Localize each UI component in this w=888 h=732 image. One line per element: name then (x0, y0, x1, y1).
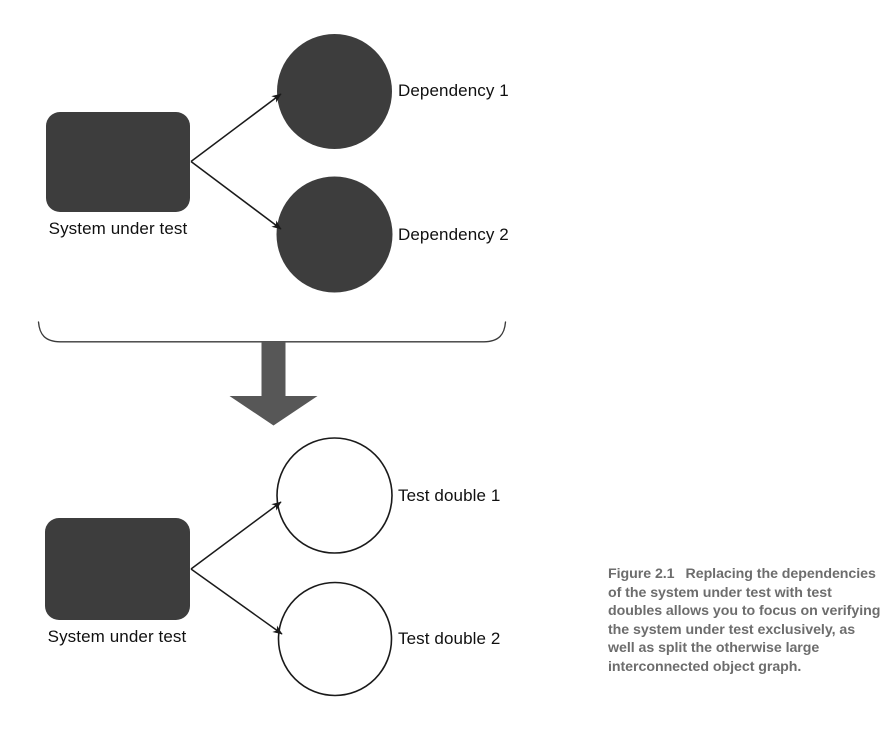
down-block-arrow-icon (229, 342, 318, 426)
dependency-2-circle (276, 176, 393, 293)
arrow-sut-to-dependency-2 (190, 160, 282, 230)
horizontal-brace-icon (37, 321, 507, 343)
arrow-sut-to-test-double-1 (190, 501, 282, 570)
figure-caption-number: Figure 2.1 (608, 566, 675, 582)
dependency-2-label: Dependency 2 (398, 225, 509, 244)
test-double-1-label: Test double 1 (398, 486, 501, 505)
arrow-sut-to-test-double-2 (190, 568, 283, 635)
dependency-1-label: Dependency 1 (398, 81, 509, 100)
system-under-test-box-bottom (45, 518, 190, 620)
test-double-2-circle (277, 581, 393, 697)
dependency-1-circle (277, 34, 392, 149)
bottom-diagram-group (45, 437, 393, 697)
figure-caption-text: Replacing the dependencies of the system… (608, 566, 881, 675)
test-double-2-label: Test double 2 (398, 629, 501, 648)
system-under-test-box-top (46, 112, 190, 212)
system-under-test-label-bottom: System under test (47, 627, 187, 646)
top-diagram-group (46, 34, 393, 293)
test-double-1-circle (276, 437, 393, 554)
arrow-sut-to-dependency-1 (190, 93, 282, 163)
system-under-test-label-top: System under test (48, 219, 188, 238)
